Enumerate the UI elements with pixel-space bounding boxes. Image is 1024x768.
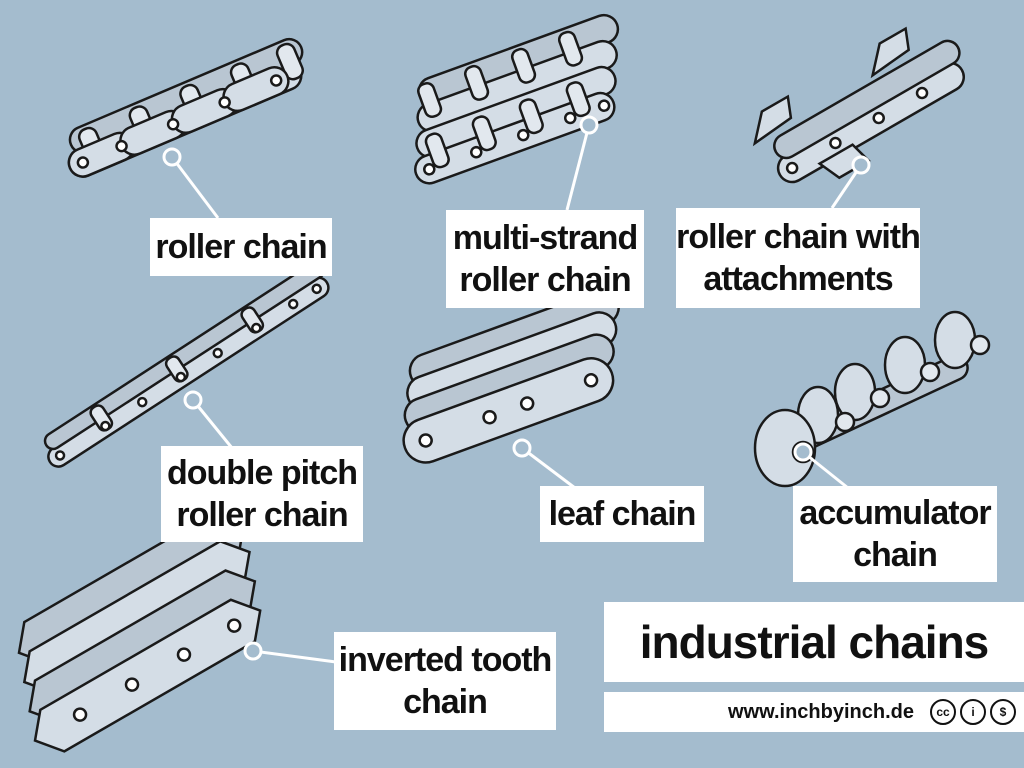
label-accumulator-line2: chain — [853, 536, 938, 574]
leaf-chain-drawing — [402, 288, 620, 464]
leader-lines — [162, 115, 871, 664]
label-attachments-line1: roller chain with — [676, 218, 921, 256]
cc-icon[interactable]: cc — [930, 699, 956, 725]
label-double-pitch-roller-chain: double pitch roller chain — [161, 446, 363, 542]
label-accumulator-chain: accumulator chain — [793, 486, 997, 582]
attachment-chain-drawing — [752, 26, 965, 184]
label-roller-chain-line1: roller chain — [155, 228, 327, 266]
label-multi-strand-line2: roller chain — [459, 261, 631, 299]
label-multi-strand-roller-chain: multi-strand roller chain — [446, 210, 644, 308]
label-roller-chain: roller chain — [150, 218, 332, 276]
nc-icon[interactable]: $ — [990, 699, 1016, 725]
label-leaf-chain: leaf chain — [540, 486, 704, 542]
label-inverted-tooth-line1: inverted tooth — [338, 641, 553, 679]
double-pitch-chain-drawing — [43, 260, 330, 468]
label-multi-strand-line1: multi-strand — [452, 219, 638, 257]
label-accumulator-line1: accumulator — [799, 494, 991, 532]
label-roller-chain-with-attachments: roller chain with attachments — [676, 208, 921, 308]
label-attachments-line2: attachments — [703, 260, 893, 298]
label-double-pitch-line1: double pitch — [166, 454, 358, 492]
by-icon[interactable]: i — [960, 699, 986, 725]
label-leaf-chain-line1: leaf chain — [548, 495, 697, 533]
label-inverted-tooth-chain: inverted tooth chain — [334, 632, 556, 730]
multi-strand-chain-drawing — [414, 13, 620, 185]
page-title: industrial chains — [604, 602, 1024, 682]
label-double-pitch-line2: roller chain — [176, 496, 348, 534]
label-inverted-tooth-line2: chain — [403, 683, 488, 721]
footer: www.inchbyinch.de cc i $ — [604, 692, 1024, 732]
accumulator-chain-drawing — [753, 310, 991, 488]
website-link[interactable]: www.inchbyinch.de — [728, 700, 914, 723]
roller-chain-drawing — [67, 37, 304, 178]
